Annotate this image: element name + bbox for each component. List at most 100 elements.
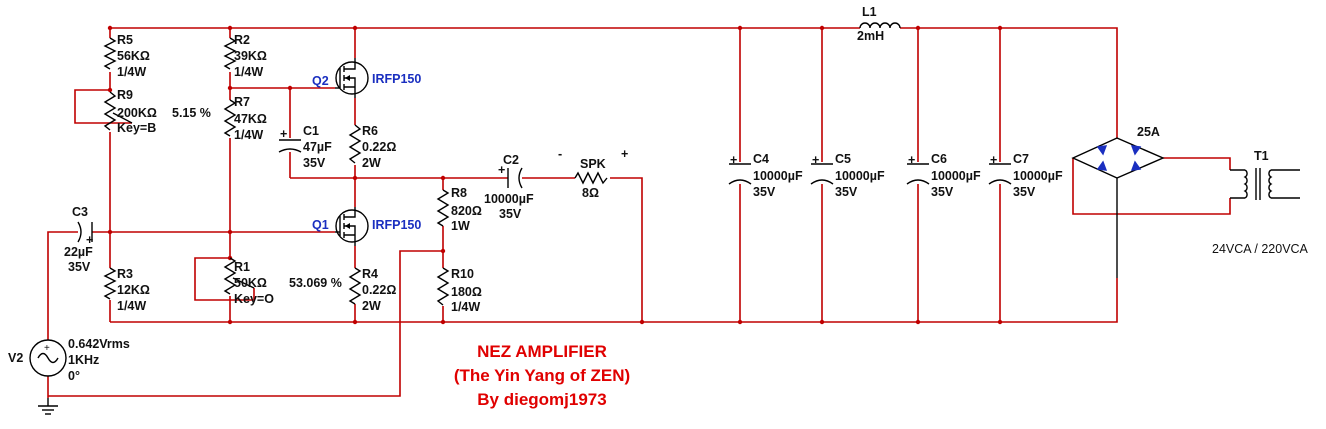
title-line-2: (The Yin Yang of ZEN): [454, 366, 630, 385]
spk-plus: +: [621, 147, 628, 161]
c7-name: C7: [1013, 152, 1029, 166]
l1-name: L1: [862, 5, 877, 19]
c5-voltage: 35V: [835, 185, 858, 199]
c5-plus: +: [812, 153, 819, 167]
r10-symbol: [436, 267, 450, 306]
c2-symbol: [507, 167, 523, 189]
r5-power: 1/4W: [117, 65, 146, 79]
r7-power: 1/4W: [234, 128, 263, 142]
polarity-marks: + + + + + + +: [86, 127, 997, 247]
ground-symbol: [38, 398, 58, 415]
r2-symbol: [223, 37, 237, 70]
r6-power: 2W: [362, 156, 381, 170]
r2-power: 1/4W: [234, 65, 263, 79]
r1-wiper: [232, 277, 255, 289]
v2-amplitude: 0.642Vrms: [68, 337, 130, 351]
c1-value: 47µF: [303, 140, 332, 154]
c5-value: 10000µF: [835, 169, 885, 183]
r5-symbol: [103, 37, 117, 70]
v2-frequency: 1KHz: [68, 353, 99, 367]
c7-value: 10000µF: [1013, 169, 1063, 183]
v2-phase: 0°: [68, 369, 80, 383]
spk-value: 8Ω: [582, 186, 599, 200]
c4-value: 10000µF: [753, 169, 803, 183]
bridge-symbol: [1071, 137, 1165, 278]
c4-symbol: [728, 163, 752, 185]
spk-minus: -: [558, 147, 562, 161]
c1-name: C1: [303, 124, 319, 138]
title-line-3: By diegomj1973: [477, 390, 606, 409]
t1-symbol: [1230, 168, 1300, 200]
r1-key: Key=O: [234, 292, 274, 306]
c3-symbol: [77, 221, 93, 243]
c2-name: C2: [503, 153, 519, 167]
bridge-rating: 25A: [1137, 125, 1160, 139]
r8-symbol: [436, 189, 450, 227]
c7-symbol: [988, 163, 1012, 185]
c4-name: C4: [753, 152, 769, 166]
c4-voltage: 35V: [753, 185, 776, 199]
c5-symbol: [810, 163, 834, 185]
c3-plus: +: [86, 233, 93, 247]
r9-wiper: [112, 112, 133, 124]
t1-name: T1: [1254, 149, 1269, 163]
r7-symbol: [223, 99, 237, 137]
r1-setting: 53.069 %: [289, 276, 342, 290]
q1-symbol: [335, 207, 369, 246]
c6-name: C6: [931, 152, 947, 166]
r9-setting: 5.15 %: [172, 106, 211, 120]
r6-name: R6: [362, 124, 378, 138]
r4-symbol: [348, 267, 362, 305]
r3-power: 1/4W: [117, 299, 146, 313]
c6-value: 10000µF: [931, 169, 981, 183]
r10-power: 1/4W: [451, 300, 480, 314]
r3-value: 12KΩ: [117, 283, 150, 297]
r1-name: R1: [234, 260, 250, 274]
capacitor-symbols: [77, 139, 1012, 243]
c2-plus: +: [498, 163, 505, 177]
r9-value: 200KΩ: [117, 106, 157, 120]
c1-voltage: 35V: [303, 156, 326, 170]
c3-name: C3: [72, 205, 88, 219]
q2-symbol: [335, 58, 369, 98]
r1-value: 50KΩ: [234, 276, 267, 290]
r7-value: 47KΩ: [234, 112, 267, 126]
c1-plus: +: [280, 127, 287, 141]
l1-symbol: [859, 22, 901, 29]
c4-plus: +: [730, 153, 737, 167]
c3-value: 22µF: [64, 245, 93, 259]
resistor-symbols: [103, 37, 608, 306]
r3-name: R3: [117, 267, 133, 281]
v2-plus: +: [44, 343, 50, 354]
r4-name: R4: [362, 267, 378, 281]
v2-symbol: +: [29, 339, 67, 377]
r9-symbol: [103, 91, 117, 131]
r4-value: 0.22Ω: [362, 283, 396, 297]
r9-key: Key=B: [117, 121, 156, 135]
r9-name: R9: [117, 88, 133, 102]
r4-power: 2W: [362, 299, 381, 313]
l1-value: 2mH: [857, 29, 884, 43]
r10-value: 180Ω: [451, 285, 482, 299]
r5-name: R5: [117, 33, 133, 47]
c2-value: 10000µF: [484, 192, 534, 206]
r3-symbol: [103, 267, 117, 300]
c1-symbol: [278, 139, 302, 153]
r6-symbol: [348, 124, 362, 164]
r8-power: 1W: [451, 219, 470, 233]
c7-plus: +: [990, 153, 997, 167]
r10-name: R10: [451, 267, 474, 281]
c6-plus: +: [908, 153, 915, 167]
title-line-1: NEZ AMPLIFIER: [477, 342, 607, 361]
r2-value: 39KΩ: [234, 49, 267, 63]
wires: [47, 27, 1231, 398]
q1-part: IRFP150: [372, 218, 421, 232]
c3-voltage: 35V: [68, 260, 91, 274]
q1-name: Q1: [312, 218, 329, 232]
junctions: [107, 25, 1003, 325]
c6-voltage: 35V: [931, 185, 954, 199]
r8-name: R8: [451, 186, 467, 200]
c6-symbol: [906, 163, 930, 185]
q2-name: Q2: [312, 74, 329, 88]
